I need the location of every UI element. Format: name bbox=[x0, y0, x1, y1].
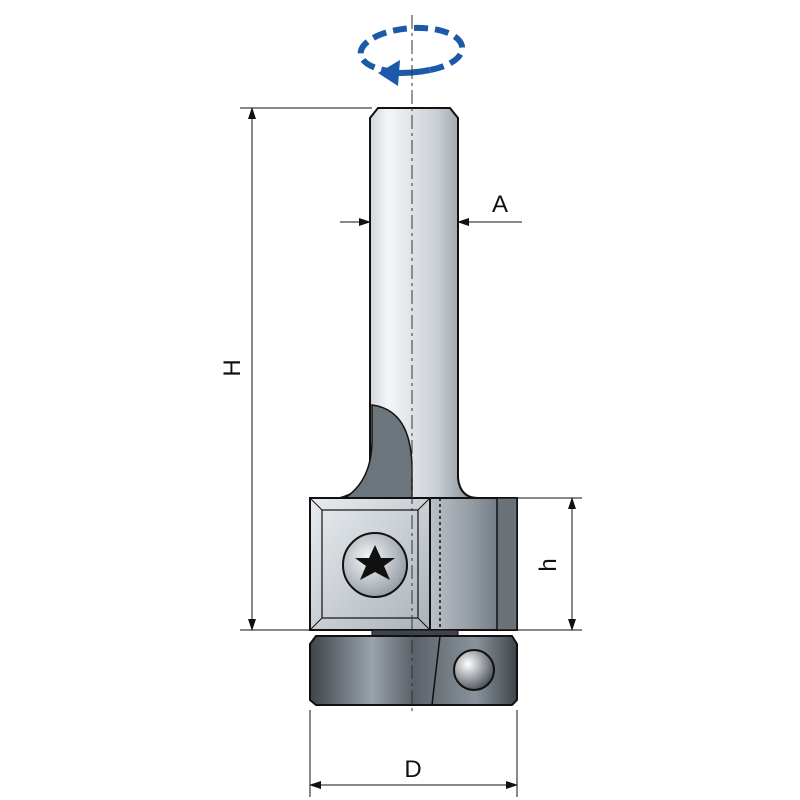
label-H: H bbox=[219, 359, 246, 376]
dimension-H: H bbox=[219, 107, 372, 631]
dimension-A: A bbox=[340, 191, 522, 226]
body-right-edge bbox=[496, 497, 518, 631]
label-A: A bbox=[492, 191, 508, 218]
bearing-ball bbox=[453, 649, 495, 691]
label-h: h bbox=[535, 558, 562, 571]
dimension-h: h bbox=[517, 497, 582, 631]
rotation-direction-icon bbox=[357, 24, 466, 86]
dimension-D: D bbox=[309, 710, 518, 797]
torx-screw-icon bbox=[342, 532, 408, 598]
label-D: D bbox=[404, 756, 421, 783]
